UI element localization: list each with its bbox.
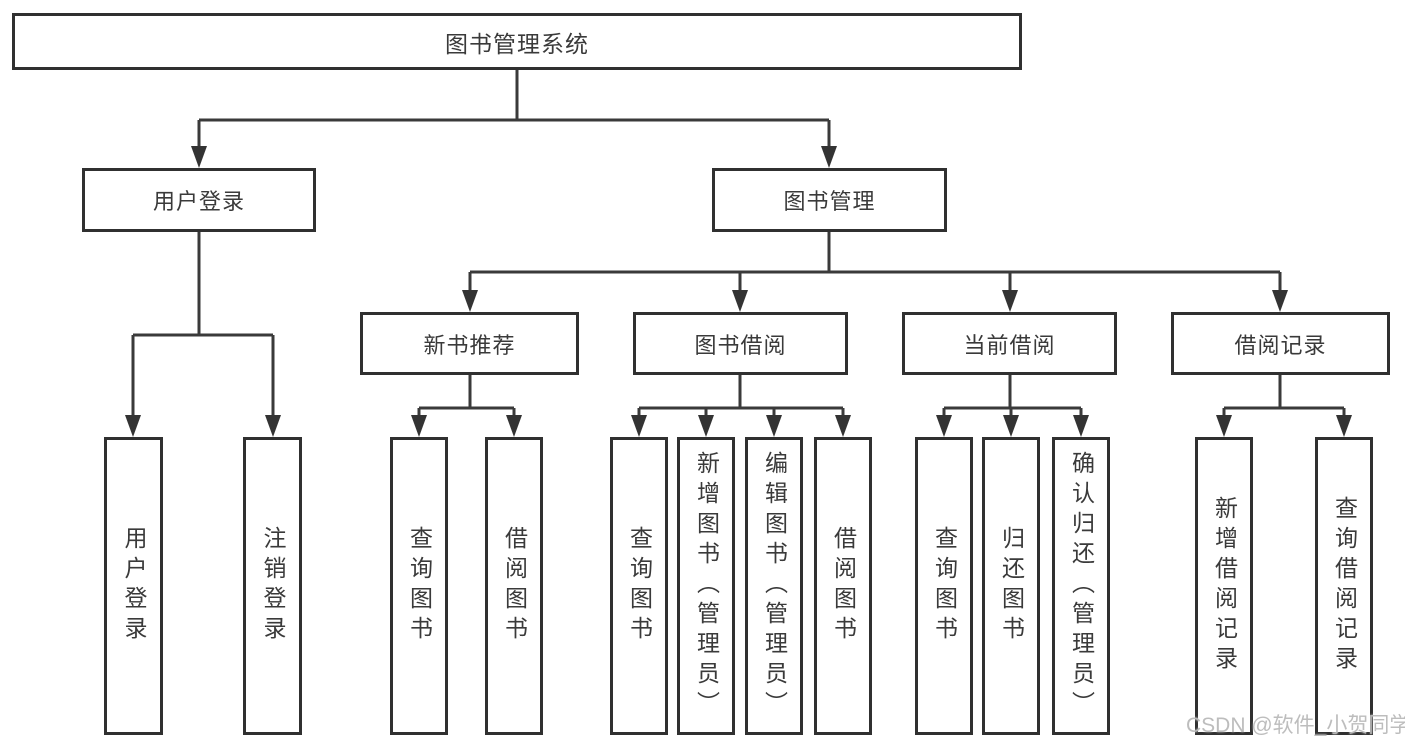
connector-book-borrow <box>637 375 845 417</box>
leaf-confirm-return-admin: 确认归还（管理员） <box>1052 437 1110 735</box>
arrowhead <box>1002 290 1018 312</box>
arrowhead <box>1216 415 1232 437</box>
connector-book-management <box>468 232 1282 292</box>
connector-root <box>197 70 831 148</box>
leaf-logout: 注销登录 <box>243 437 302 735</box>
leaf-add-book-admin: 新增图书（管理员） <box>677 437 735 735</box>
arrowhead <box>631 415 647 437</box>
arrowhead <box>1003 415 1019 437</box>
leaf-return-book: 归还图书 <box>982 437 1040 735</box>
connector-new-book-recommend <box>417 375 516 417</box>
leaf-user-login-label: 用户登录 <box>121 526 147 646</box>
arrowhead <box>1272 290 1288 312</box>
leaf-add-borrow-record-label: 新增借阅记录 <box>1211 496 1238 676</box>
arrowhead <box>411 415 427 437</box>
connector-borrow-record <box>1222 375 1346 417</box>
node-root-label: 图书管理系统 <box>445 30 589 57</box>
leaf-query-book-recommend: 查询图书 <box>390 437 448 735</box>
leaf-edit-book-admin: 编辑图书（管理员） <box>745 437 803 735</box>
leaf-query-book-current: 查询图书 <box>915 437 973 735</box>
leaf-query-book-recommend-label: 查询图书 <box>406 526 433 646</box>
leaf-return-book-label: 归还图书 <box>998 526 1025 646</box>
leaf-query-book-borrow-label: 查询图书 <box>626 526 653 646</box>
leaf-borrow-book-recommend: 借阅图书 <box>485 437 543 735</box>
leaf-logout-label: 注销登录 <box>260 526 286 646</box>
csdn-watermark: CSDN @软件_小贺同学 <box>1186 714 1405 737</box>
arrowhead <box>936 415 952 437</box>
leaf-user-login: 用户登录 <box>104 437 163 735</box>
node-borrow-record-label: 借阅记录 <box>1234 332 1327 358</box>
node-new-book-recommend: 新书推荐 <box>360 312 579 375</box>
leaf-edit-book-admin-label: 编辑图书（管理员） <box>761 451 788 721</box>
leaf-borrow-book: 借阅图书 <box>814 437 872 735</box>
node-new-book-recommend-label: 新书推荐 <box>423 332 516 358</box>
arrowhead <box>125 415 141 437</box>
leaf-query-book-current-label: 查询图书 <box>931 526 958 646</box>
leaf-query-borrow-record-label: 查询借阅记录 <box>1331 496 1358 676</box>
leaf-add-borrow-record: 新增借阅记录 <box>1195 437 1253 735</box>
leaf-query-borrow-record: 查询借阅记录 <box>1315 437 1373 735</box>
leaf-borrow-book-label: 借阅图书 <box>830 526 857 646</box>
arrowhead <box>191 146 207 168</box>
arrowhead <box>1073 415 1089 437</box>
leaf-add-book-admin-label: 新增图书（管理员） <box>693 451 720 721</box>
arrowhead <box>698 415 714 437</box>
node-user-login-label: 用户登录 <box>152 189 245 214</box>
node-current-borrow-label: 当前借阅 <box>963 332 1056 358</box>
node-user-login: 用户登录 <box>82 168 316 232</box>
node-current-borrow: 当前借阅 <box>902 312 1117 375</box>
node-book-management: 图书管理 <box>712 168 947 232</box>
node-book-borrow-label: 图书借阅 <box>694 332 787 358</box>
node-borrow-record: 借阅记录 <box>1171 312 1390 375</box>
arrowhead <box>462 290 478 312</box>
connector-user-login <box>131 232 275 417</box>
leaf-confirm-return-admin-label: 确认归还（管理员） <box>1068 451 1095 721</box>
arrowhead <box>1336 415 1352 437</box>
arrowhead <box>835 415 851 437</box>
arrowhead <box>732 290 748 312</box>
connector-current-borrow <box>942 375 1083 417</box>
arrowhead <box>265 415 281 437</box>
leaf-borrow-book-recommend-label: 借阅图书 <box>501 526 528 646</box>
node-book-borrow: 图书借阅 <box>633 312 848 375</box>
arrowhead <box>766 415 782 437</box>
leaf-query-book-borrow: 查询图书 <box>610 437 668 735</box>
arrowhead <box>506 415 522 437</box>
node-root: 图书管理系统 <box>12 13 1022 70</box>
node-book-management-label: 图书管理 <box>783 189 876 214</box>
arrowhead <box>821 146 837 168</box>
